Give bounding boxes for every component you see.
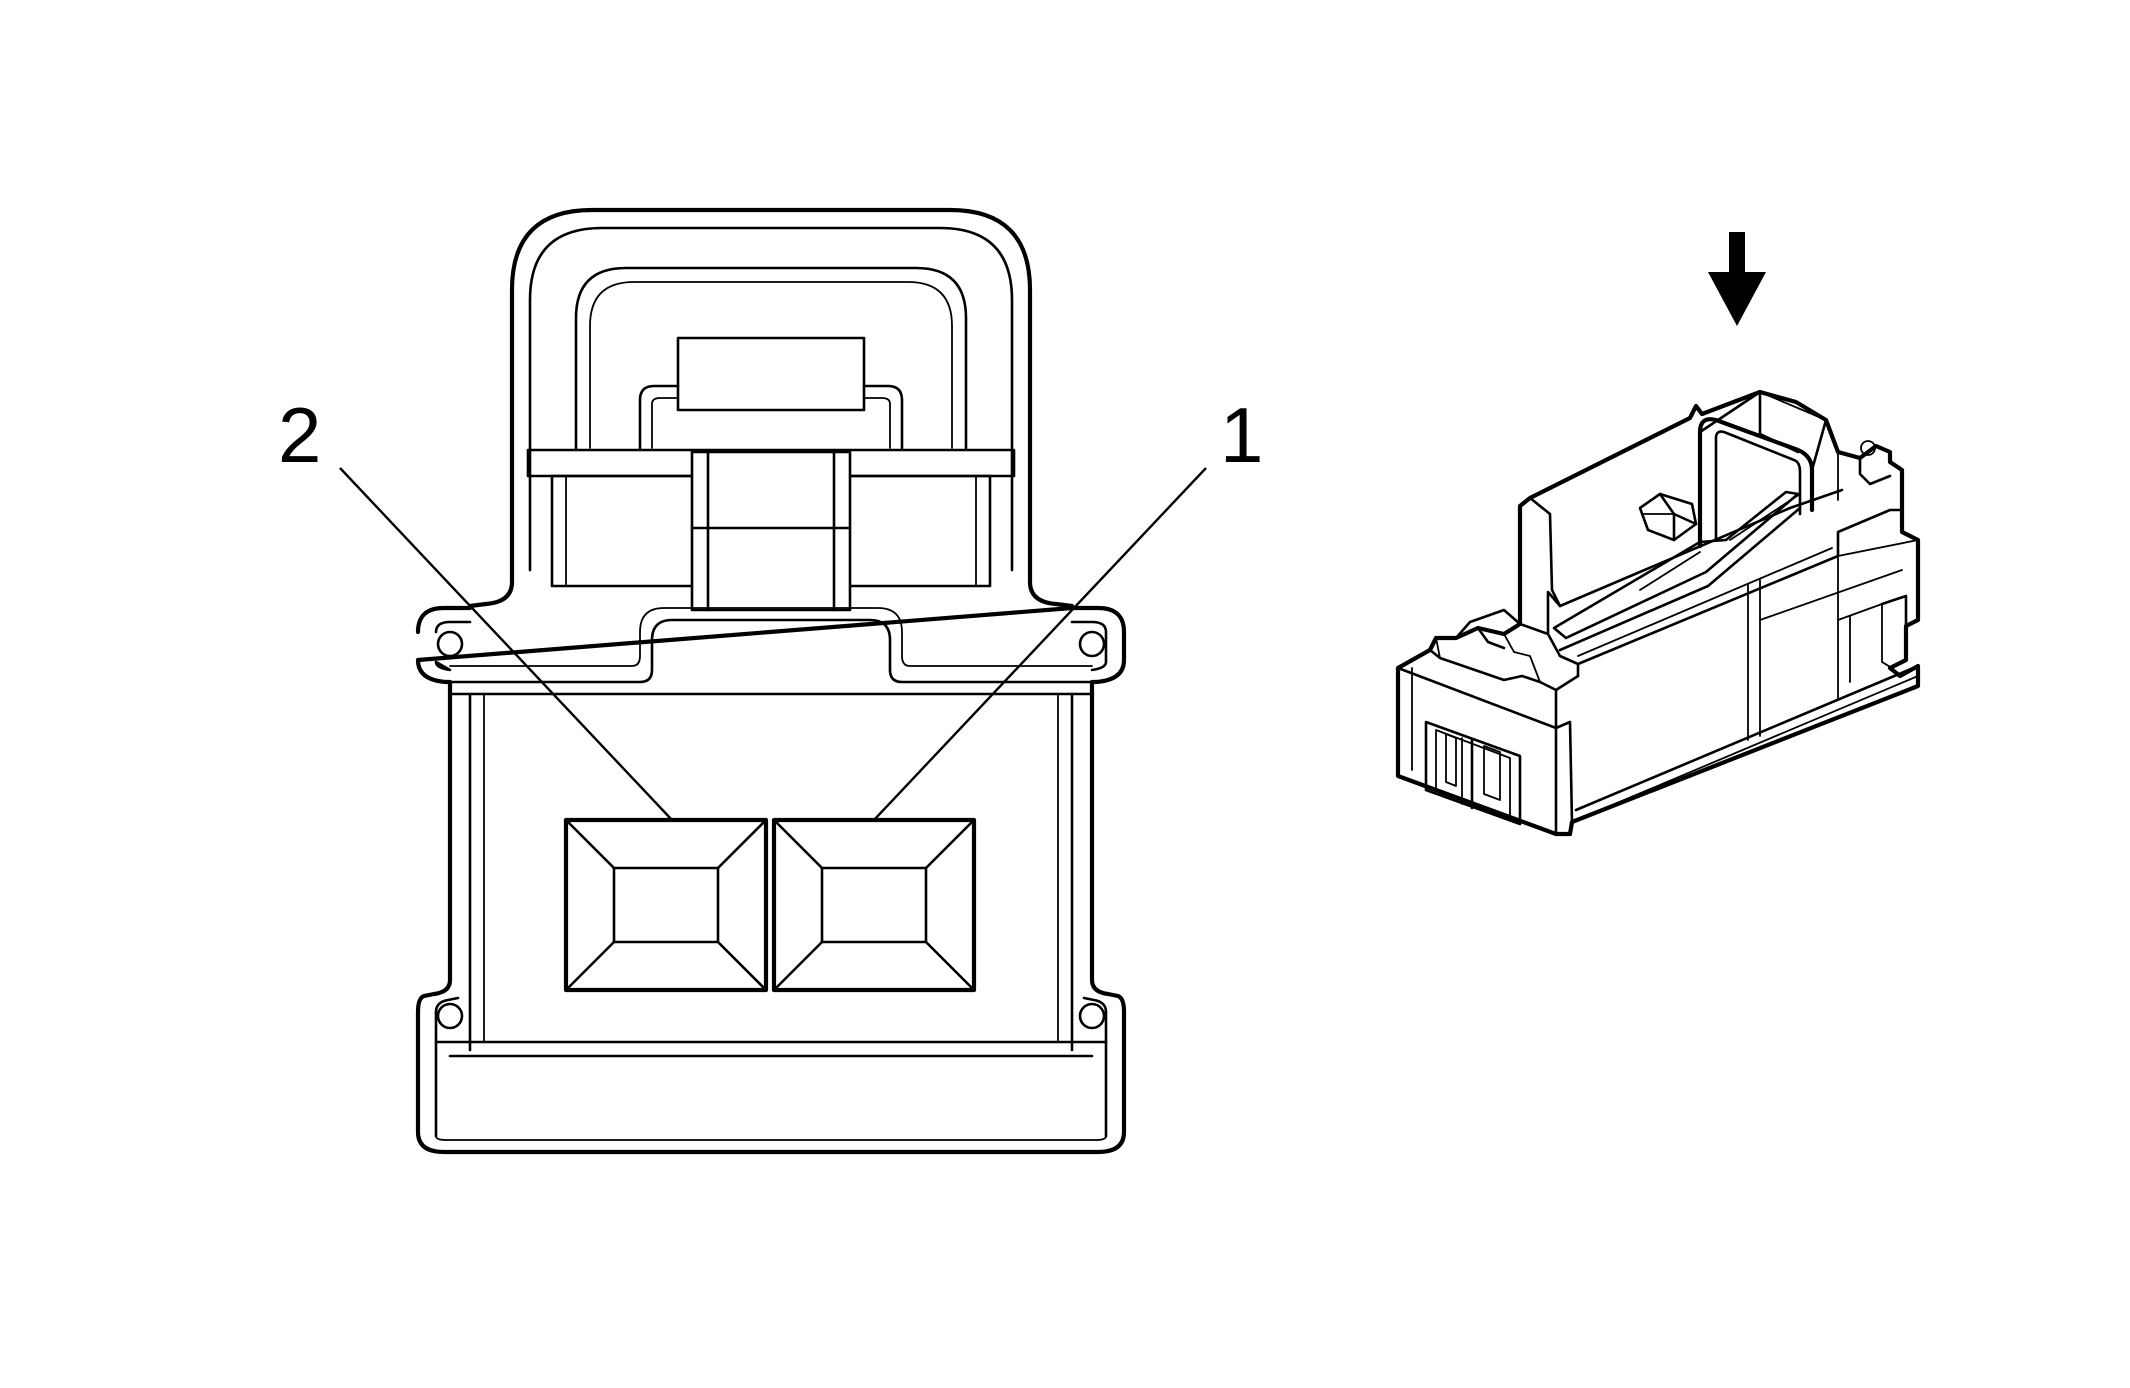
iso-cavities [1424, 720, 1522, 826]
callout-pin-2: 2 [278, 391, 673, 821]
connector-isometric-view [1395, 232, 1921, 837]
latch-loop [467, 207, 1075, 612]
callout-pin-1: 1 [873, 391, 1263, 821]
callout-label-1: 1 [1220, 391, 1263, 479]
cavity-pin-2 [563, 817, 769, 993]
connector-face-view: 2 1 [278, 207, 1263, 1155]
down-arrow-icon [1708, 232, 1766, 326]
housing-body [415, 605, 1127, 1155]
callout-label-2: 2 [278, 391, 321, 479]
cavity-pin-1 [771, 817, 977, 993]
